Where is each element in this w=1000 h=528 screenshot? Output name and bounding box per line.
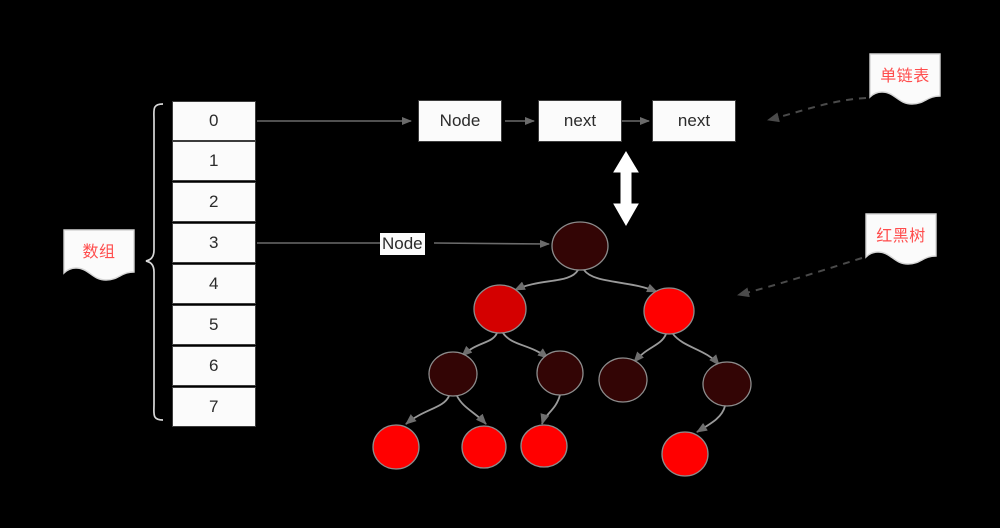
array-cell-3[interactable]: 3 — [172, 223, 256, 263]
note-shape-icon — [869, 53, 941, 105]
tree-node-root[interactable] — [551, 221, 609, 271]
tree-node-n-rr[interactable] — [702, 361, 752, 407]
tree-node-n-llr[interactable] — [461, 425, 507, 469]
tree-entry-node-text: Node — [382, 234, 423, 253]
dashed-arrow-to-red-black-tree — [737, 257, 863, 298]
array-cell-1[interactable]: 1 — [172, 141, 256, 181]
tree-nodes — [372, 221, 752, 477]
tree-edge-lr-lrl — [540, 394, 561, 425]
array-cell-4[interactable]: 4 — [172, 264, 256, 304]
tree-node-n-rl[interactable] — [598, 357, 648, 403]
array-cell-label: 2 — [209, 192, 219, 211]
edge-array3-to-tree — [257, 239, 550, 248]
dashed-arrow-to-linked-list — [767, 97, 867, 123]
tree-entry-node-label: Node — [380, 233, 425, 255]
array-cell-label: 5 — [209, 315, 219, 334]
tree-edge-ll-llr — [456, 395, 487, 425]
array-cell-label: 0 — [209, 111, 219, 130]
linked-list-node-label: next — [677, 111, 711, 130]
array-cell-5[interactable]: 5 — [172, 305, 256, 345]
tree-node-n-r[interactable] — [643, 287, 695, 335]
array-cell-label: 1 — [209, 151, 219, 170]
note-shape-icon — [63, 229, 135, 281]
note-array-text: 数组 — [82, 242, 116, 261]
linked-list-node-label: Node — [439, 111, 481, 130]
tree-node-n-l[interactable] — [473, 284, 527, 334]
tree-node-n-lrl[interactable] — [520, 424, 568, 468]
tree-node-n-lr[interactable] — [536, 350, 584, 396]
double-headed-vertical-arrow — [613, 151, 639, 227]
linked-list-node-label: next — [563, 111, 597, 130]
array-cell-label: 4 — [209, 274, 219, 293]
array-cell-0[interactable]: 0 — [172, 101, 256, 141]
note-linked-list: 单链表 — [868, 52, 942, 106]
linked-list-node-1[interactable]: next — [538, 100, 622, 142]
tree-edge-r-rl — [633, 333, 667, 363]
tree-node-n-ll[interactable] — [428, 351, 478, 397]
tree-edge-root-left — [514, 269, 579, 291]
note-array: 数组 — [62, 228, 136, 282]
note-red-black-tree: 红黑树 — [864, 212, 938, 266]
linked-list-node-0[interactable]: Node — [418, 100, 502, 142]
array-brace — [145, 103, 164, 421]
tree-edges — [405, 269, 726, 433]
tree-node-n-rrl[interactable] — [661, 431, 709, 477]
tree-edge-l-lr — [502, 332, 549, 359]
note-shape-icon — [865, 213, 937, 265]
tree-edge-ll-lll — [405, 395, 450, 425]
array-cell-label: 7 — [209, 397, 219, 416]
array-cell-2[interactable]: 2 — [172, 182, 256, 222]
tree-edge-root-right — [583, 269, 658, 293]
note-linked-list-text: 单链表 — [880, 66, 930, 85]
array-cell-6[interactable]: 6 — [172, 346, 256, 386]
tree-node-n-lll[interactable] — [372, 424, 420, 470]
note-red-black-tree-text: 红黑树 — [876, 226, 926, 245]
tree-edge-r-rr — [672, 333, 720, 366]
array-cell-label: 6 — [209, 356, 219, 375]
array-cell-7[interactable]: 7 — [172, 387, 256, 427]
tree-edge-rr-rrl — [696, 405, 726, 433]
array-cell-label: 3 — [209, 233, 219, 252]
tree-edge-l-ll — [461, 332, 498, 357]
linked-list-node-2[interactable]: next — [652, 100, 736, 142]
